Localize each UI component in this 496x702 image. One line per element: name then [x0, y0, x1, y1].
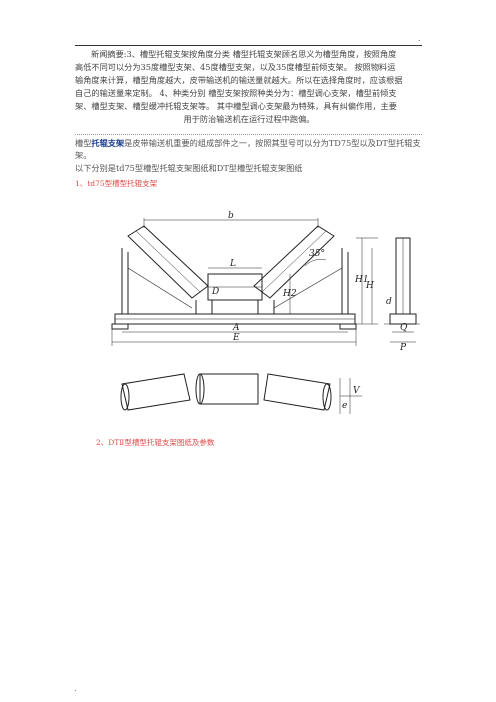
intro-paragraph: 槽型托辊支架是皮带输送机重要的组成部件之一，按照其型号可以分为TD75型以及DT…	[75, 137, 423, 161]
dim-label-a: A	[232, 323, 240, 333]
dim-label-q: Q	[400, 323, 408, 333]
figure-caption-td75: 1、td75型槽型托辊支架	[75, 179, 158, 188]
abstract-line: 自己的输送量来定制。 4、种类分别 槽型支架按照种类分为：槽型调心支架，槽型前倾…	[75, 88, 397, 98]
dim-label-d: D	[211, 287, 219, 297]
section-divider	[75, 134, 422, 135]
abstract-line: 架、槽型支架、槽型缓冲托辊支架等。 其中槽型调心支架最为特殊，具有纠偏作用，主要	[75, 101, 397, 111]
figure-caption-dt2: 2、DTⅡ型槽型托辊支架图纸及参数	[96, 438, 215, 447]
dim-label-l: L	[229, 259, 236, 269]
dim-label-h1: H1	[354, 275, 369, 285]
dim-label-p: P	[399, 343, 407, 353]
dim-label-h2: H2	[282, 289, 297, 299]
intro-text: 是皮带输送机重要的组成部件之一，按照其型号可以分为TD75型以及DT型托辊支架。	[75, 138, 421, 160]
intro-prefix: 槽型	[75, 138, 92, 148]
abstract-line: 输角度来计算，槽型角度越大，皮带输送机的输送量就越大。所以在选择角度时，应该根据	[75, 75, 403, 85]
keyword-link[interactable]: 托辊支架	[91, 138, 125, 148]
abstract-line: 新闻摘要:3、槽型托辊支架按角度分类 槽型托辊支架顾名思义为槽型角度，按照角度	[91, 49, 397, 59]
td75-idler-bracket-drawing: b L D A E 35° H2 H1 H d Q P V e	[111, 211, 420, 414]
dim-label-b: b	[228, 211, 234, 221]
news-abstract: 新闻摘要:3、槽型托辊支架按角度分类 槽型托辊支架顾名思义为槽型角度，按照角度 …	[75, 48, 423, 126]
abstract-line: 用于防治输送机在运行过程中跑偏。	[183, 114, 315, 124]
dim-label-angle: 35°	[309, 249, 325, 259]
dim-label-d-small: d	[386, 297, 392, 307]
dim-label-h: H	[365, 281, 374, 291]
dim-label-v: V	[353, 386, 361, 396]
corner-mark-bottom: .	[74, 684, 77, 693]
dim-label-e-small: e	[342, 401, 347, 411]
drawing-intro-paragraph: 以下分别是td75型槽型托辊支架图纸和DT型槽型托辊支架图纸	[75, 163, 303, 173]
corner-mark-top: .	[418, 34, 421, 43]
header-rule	[75, 45, 422, 46]
dim-label-e: E	[232, 333, 240, 343]
abstract-line: 高低不同可以分为35度槽型支架、45度槽型支架，以及35度槽型前倾支架。 按照物…	[75, 62, 396, 72]
